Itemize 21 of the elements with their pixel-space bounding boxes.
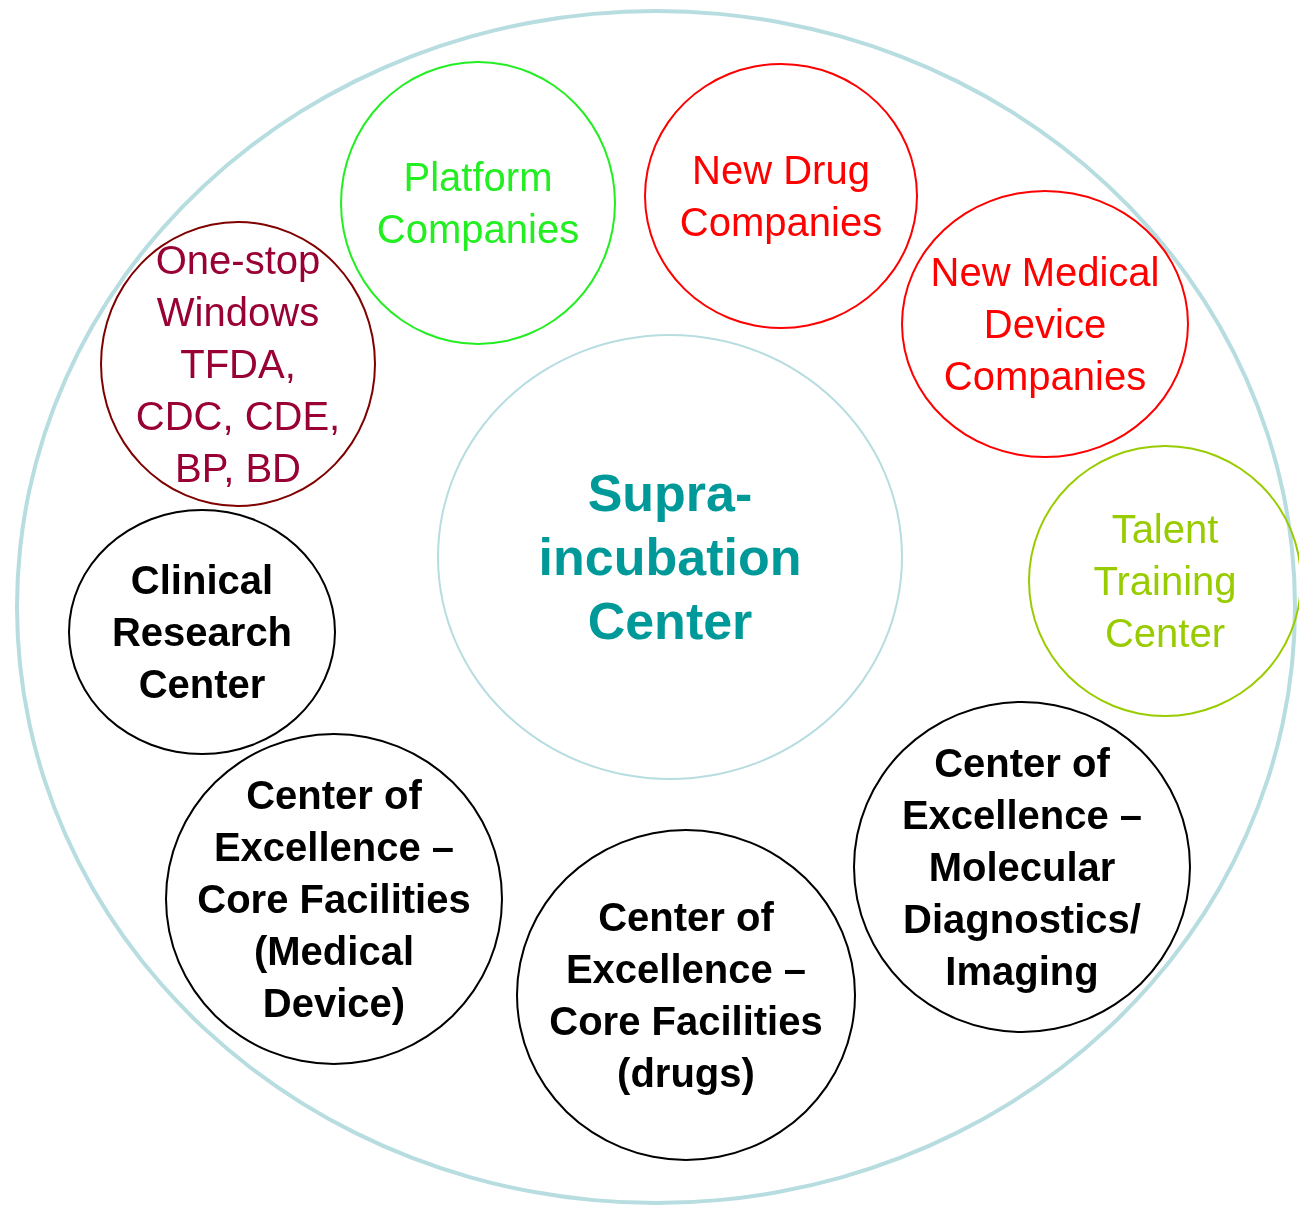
circle bbox=[1028, 445, 1299, 717]
circle-label: Supra-incubation Center bbox=[537, 463, 803, 652]
circle-label: Talent Training Center bbox=[1092, 506, 1238, 657]
circle bbox=[853, 701, 1191, 1033]
circle bbox=[340, 61, 616, 345]
circle-label: One-stop Windows TFDA, CDC, CDE, BP, BD bbox=[134, 237, 342, 492]
circle-label: New Drug Companies bbox=[678, 147, 884, 246]
circle bbox=[901, 190, 1189, 458]
circle bbox=[15, 9, 1297, 1205]
circle-label: Center of Excellence – Molecular Diagnostics/ Imaging bbox=[900, 740, 1144, 995]
circle bbox=[100, 221, 376, 507]
circle bbox=[644, 63, 918, 329]
circle-label: Platform Companies bbox=[375, 154, 581, 253]
circle-label: Clinical Research Center bbox=[110, 557, 294, 708]
circle bbox=[68, 509, 336, 755]
circle bbox=[437, 334, 903, 780]
circle-label: Center of Excellence – Core Facilities (drugs) bbox=[548, 894, 824, 1097]
circle bbox=[165, 733, 503, 1065]
circle-label: New Medical Device Companies bbox=[929, 249, 1161, 400]
circle-label: Center of Excellence – Core Facilities (Medical Device) bbox=[196, 772, 472, 1027]
circle bbox=[516, 829, 856, 1161]
